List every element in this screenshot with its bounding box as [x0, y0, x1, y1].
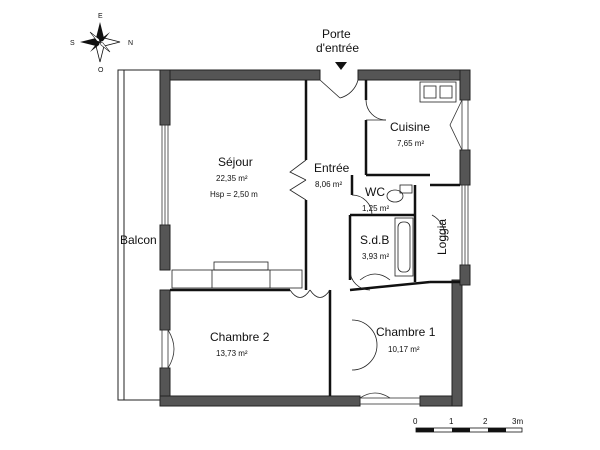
bathtub-icon	[394, 217, 414, 277]
room-area-sejour: 22,35 m²	[216, 174, 248, 183]
room-name-sejour: Séjour	[218, 155, 253, 169]
room-name-sdb: S.d.B	[360, 233, 389, 247]
room-height-sejour: Hsp = 2,50 m	[210, 190, 258, 199]
door-swings	[289, 79, 446, 371]
compass-west-label: O	[98, 67, 104, 74]
room-name-loggia: Loggia	[435, 219, 449, 255]
room-name-cuisine: Cuisine	[390, 120, 430, 134]
room-area-entree: 8,06 m²	[315, 180, 342, 189]
room-name-balcon: Balcon	[120, 233, 157, 247]
scale-tick-0: 0	[413, 417, 418, 426]
kitchen-sink-icon	[419, 81, 457, 103]
compass-north-label: N	[128, 40, 133, 47]
balcony-railing	[117, 69, 160, 401]
room-area-cuisine: 7,65 m²	[397, 139, 424, 148]
toilet-icon	[386, 184, 413, 203]
scale-tick-2: 2	[483, 417, 488, 426]
scale-tick-3: 3m	[512, 417, 523, 426]
compass-east-label: E	[98, 13, 103, 20]
room-name-chambre2: Chambre 2	[210, 330, 270, 344]
washbasin-icon	[359, 273, 391, 281]
room-area-chambre1: 10,17 m²	[388, 345, 420, 354]
entrance-arrow-icon	[335, 62, 347, 70]
entrance-label-1: Porte	[322, 27, 351, 41]
loggia-window	[461, 184, 469, 266]
interior-walls	[170, 80, 460, 396]
scale-tick-1: 1	[449, 417, 454, 426]
room-name-entree: Entrée	[314, 161, 350, 175]
room-name-chambre1: Chambre 1	[376, 325, 436, 339]
closet-strip	[171, 261, 303, 289]
compass-rose-icon: N S E O	[70, 13, 133, 74]
room-area-chambre2: 13,73 m²	[216, 349, 248, 358]
scale-bar: 0 1 2 3m	[413, 417, 523, 433]
compass-south-label: S	[70, 40, 75, 47]
room-area-sdb: 3,93 m²	[362, 252, 389, 261]
room-name-wc: WC	[365, 185, 385, 199]
room-area-wc: 1,25 m²	[362, 204, 389, 213]
chambre1-window	[359, 392, 421, 405]
balcony-windows	[161, 124, 175, 369]
kitchen-window	[449, 99, 469, 151]
entrance-label-2: d'entrée	[316, 41, 359, 55]
